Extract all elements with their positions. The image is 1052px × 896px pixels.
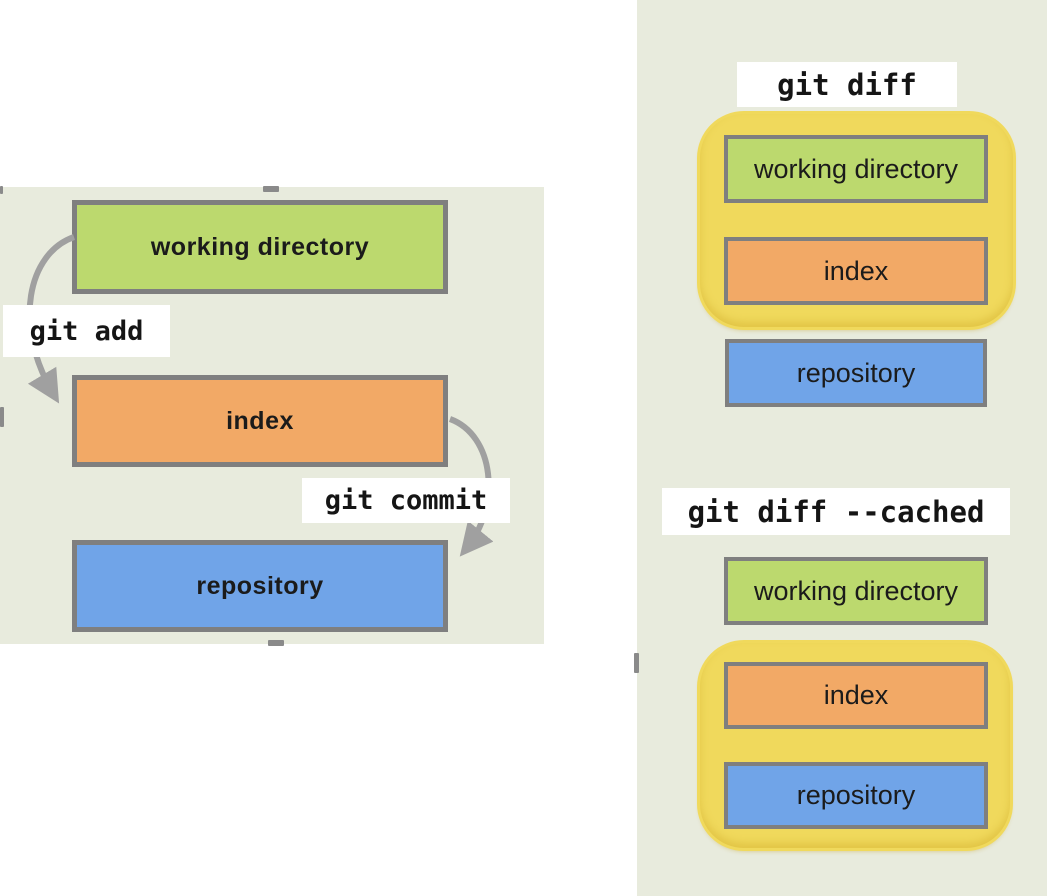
git-add-command-label: git add xyxy=(3,305,170,357)
git-diff-command-label: git diff xyxy=(737,62,957,107)
selection-handle-top xyxy=(263,186,279,192)
repository-box: repository xyxy=(72,540,448,632)
git-add-arrow xyxy=(26,234,76,404)
cached-working-directory-box: working directory xyxy=(724,557,988,625)
workflow-arrows xyxy=(26,234,494,557)
index-box: index xyxy=(72,375,448,467)
working-directory-box: working directory xyxy=(72,200,448,294)
selection-handle-corner xyxy=(0,186,3,194)
cached-repository-box: repository xyxy=(724,762,988,829)
selection-handle-bottom xyxy=(268,640,284,646)
git-diff-panel: git diff working directory index reposit… xyxy=(637,0,1047,896)
index-label: index xyxy=(226,406,294,435)
selection-handle-right-panel xyxy=(634,653,639,673)
git-commit-arrow xyxy=(448,416,494,557)
repository-label: repository xyxy=(196,571,324,600)
cached-index-box: index xyxy=(724,662,988,729)
diff-working-directory-box: working directory xyxy=(724,135,988,203)
git-workflow-panel: working directory index repository git a… xyxy=(0,187,544,644)
working-directory-label: working directory xyxy=(150,232,370,261)
git-diff-cached-command-label: git diff --cached xyxy=(662,488,1010,535)
git-commit-command-label: git commit xyxy=(302,478,510,523)
diff-repository-box: repository xyxy=(725,339,987,407)
diff-index-box: index xyxy=(724,237,988,305)
selection-handle-left xyxy=(0,407,4,427)
